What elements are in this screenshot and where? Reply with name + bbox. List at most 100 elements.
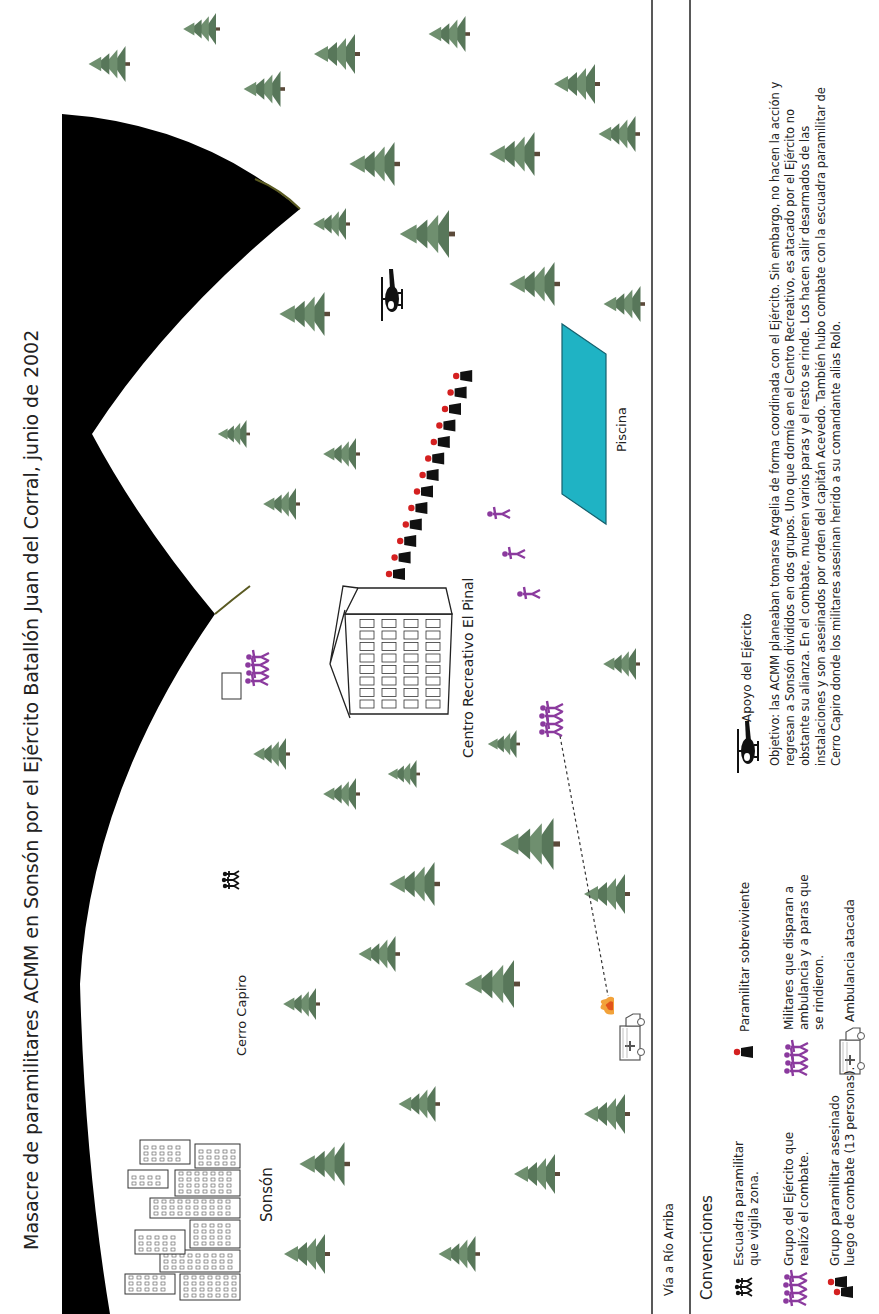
window: [232, 1282, 236, 1285]
window: [210, 1236, 214, 1239]
pine-tree: [554, 64, 600, 104]
paramilitary: [436, 420, 455, 432]
window: [188, 1266, 192, 1269]
window: [154, 1200, 158, 1203]
legend-text: Apoyo del Ejército: [740, 502, 755, 722]
paramilitary: [425, 453, 444, 465]
window: [232, 1294, 236, 1297]
window: [163, 1248, 167, 1251]
window: [207, 1150, 211, 1153]
pine-tree: [284, 1234, 330, 1274]
window: [208, 1276, 212, 1279]
window: [224, 1294, 228, 1297]
legend-text: Grupo del Ejército que realizó el combat…: [782, 1116, 812, 1266]
window: [202, 1224, 206, 1227]
branch: [183, 23, 194, 36]
window: [154, 1212, 158, 1215]
window: [139, 1236, 143, 1239]
paramilitary: [408, 502, 427, 514]
legend-icon: [834, 1286, 853, 1298]
branch: [244, 82, 257, 96]
window: [360, 654, 374, 662]
window: [178, 1212, 182, 1215]
window: [137, 1276, 141, 1279]
branch: [439, 1247, 452, 1261]
window: [144, 1158, 148, 1161]
window: [188, 1260, 192, 1263]
note: Objetivo: las ACMM planeaban tomarse Arg…: [768, 56, 844, 766]
window: [195, 1184, 199, 1187]
pool: [562, 324, 606, 524]
branch: [399, 1097, 412, 1111]
pine-tree: [323, 438, 360, 470]
window: [184, 1282, 188, 1285]
window: [211, 1172, 215, 1175]
pine-tree: [400, 210, 455, 258]
window: [144, 1152, 148, 1155]
window: [184, 1276, 188, 1279]
window: [382, 700, 396, 708]
window: [426, 700, 440, 708]
window: [210, 1230, 214, 1233]
window: [360, 677, 374, 685]
window: [137, 1288, 141, 1291]
window: [220, 1266, 224, 1269]
pine-tree: [603, 648, 640, 680]
window: [176, 1152, 180, 1155]
map-label: Centro Recreativo El Pinal: [460, 578, 478, 759]
pine-tree: [218, 420, 250, 448]
window: [199, 1162, 203, 1165]
city-building: [195, 1144, 240, 1168]
branch: [263, 498, 274, 511]
window: [178, 1200, 182, 1203]
window: [220, 1260, 224, 1263]
pine-tree: [388, 760, 420, 788]
window: [163, 1236, 167, 1239]
window: [203, 1178, 207, 1181]
branch: [514, 1166, 528, 1182]
pine-tree: [399, 1086, 440, 1122]
window: [210, 1224, 214, 1227]
window: [212, 1260, 216, 1263]
window: [226, 1200, 230, 1203]
window: [219, 1178, 223, 1181]
window: [172, 1260, 176, 1263]
window: [176, 1158, 180, 1161]
window: [153, 1276, 157, 1279]
window: [147, 1236, 151, 1239]
branch: [89, 57, 102, 71]
window: [360, 666, 374, 674]
window: [179, 1190, 183, 1193]
window: [176, 1146, 180, 1149]
window: [164, 1266, 168, 1269]
window: [152, 1152, 156, 1155]
branch: [584, 886, 598, 902]
window: [187, 1184, 191, 1187]
window: [153, 1288, 157, 1291]
window: [227, 1172, 231, 1175]
branch: [283, 998, 294, 1011]
window: [203, 1190, 207, 1193]
window: [140, 1182, 144, 1185]
window: [360, 643, 374, 651]
branch: [584, 1106, 598, 1122]
window: [204, 1260, 208, 1263]
window: [204, 1254, 208, 1257]
window: [219, 1172, 223, 1175]
window: [199, 1156, 203, 1159]
window: [194, 1200, 198, 1203]
pine-tree: [604, 286, 645, 322]
window: [227, 1178, 231, 1181]
window: [202, 1212, 206, 1215]
window: [145, 1276, 149, 1279]
window: [162, 1212, 166, 1215]
window: [156, 1176, 160, 1179]
window: [199, 1150, 203, 1153]
window: [382, 643, 396, 651]
pine-tree: [514, 1154, 560, 1194]
legend-text: Escuadra paramilitar que vigila zona.: [732, 1116, 762, 1266]
window: [168, 1146, 172, 1149]
window: [186, 1212, 190, 1215]
pine-tree: [314, 34, 360, 74]
